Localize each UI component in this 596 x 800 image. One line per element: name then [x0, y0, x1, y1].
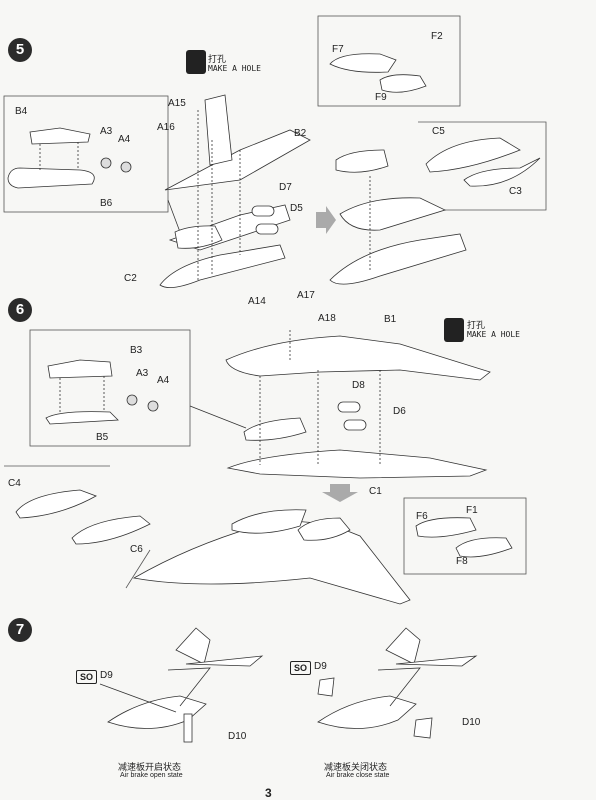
- part-label-a3: A3: [136, 368, 149, 379]
- make-hole-en: MAKE A HOLE: [208, 64, 261, 73]
- part-label-a15: A15: [168, 98, 186, 109]
- step-number: 6: [8, 298, 32, 322]
- page-number: 3: [265, 786, 272, 800]
- part-label-a4: A4: [157, 375, 170, 386]
- part-label-c4: C4: [8, 478, 21, 489]
- part-label-b6: B6: [100, 198, 113, 209]
- part-label-c5: C5: [432, 126, 445, 137]
- step-number: 7: [8, 618, 32, 642]
- part-label-a3: A3: [100, 126, 113, 137]
- make-hole-zh: 打孔: [467, 320, 486, 330]
- step6-detail-inset: [29, 329, 191, 447]
- part-label-f7: F7: [332, 44, 344, 55]
- part-label-f9: F9: [375, 92, 387, 103]
- step-number: 5: [8, 38, 32, 62]
- part-label-a14: A14: [248, 296, 266, 307]
- step6-f-parts-inset: [403, 497, 527, 575]
- part-label-f6: F6: [416, 511, 428, 522]
- part-label-a17: A17: [297, 290, 315, 301]
- part-label-d8: D8: [352, 380, 365, 391]
- air-brake-close-zh: 减速板关闭状态: [324, 762, 388, 772]
- make-hole-en: MAKE A HOLE: [467, 330, 520, 339]
- part-label-d7: D7: [279, 182, 292, 193]
- so-badge: SO: [76, 670, 98, 684]
- part-label-c1: C1: [369, 486, 382, 497]
- part-label-d10-open: D10: [228, 731, 247, 742]
- step5-f-parts-inset: [317, 15, 461, 107]
- part-label-d6: D6: [393, 406, 406, 417]
- part-label-b3: B3: [130, 345, 143, 356]
- part-label-a4: A4: [118, 134, 131, 145]
- step5-detail-inset: [3, 95, 169, 213]
- part-label-d9-open: D9: [100, 670, 113, 681]
- part-label-c2: C2: [124, 273, 137, 284]
- part-label-b4: B4: [15, 106, 28, 117]
- air-brake-close-en: Air brake close state: [326, 772, 390, 779]
- part-label-c6: C6: [130, 544, 143, 555]
- make-hole-zh: 打孔: [208, 54, 227, 64]
- part-label-f2: F2: [431, 31, 443, 42]
- part-label-f8: F8: [456, 556, 468, 567]
- part-label-d5: D5: [290, 203, 303, 214]
- part-label-d10-close: D10: [462, 717, 481, 728]
- part-label-f1: F1: [466, 505, 478, 516]
- so-badge: SO: [290, 661, 312, 675]
- air-brake-open-zh: 减速板开启状态: [118, 762, 182, 772]
- part-label-d9-close: D9: [314, 661, 327, 672]
- part-label-b2: B2: [294, 128, 307, 139]
- make-hole-icon: [186, 50, 206, 74]
- part-label-b1: B1: [384, 314, 397, 325]
- part-label-c3: C3: [509, 186, 522, 197]
- part-label-a18: A18: [318, 313, 336, 324]
- part-label-b5: B5: [96, 432, 109, 443]
- make-hole-icon: [444, 318, 464, 342]
- air-brake-open-en: Air brake open state: [120, 772, 183, 779]
- part-label-a16: A16: [157, 122, 175, 133]
